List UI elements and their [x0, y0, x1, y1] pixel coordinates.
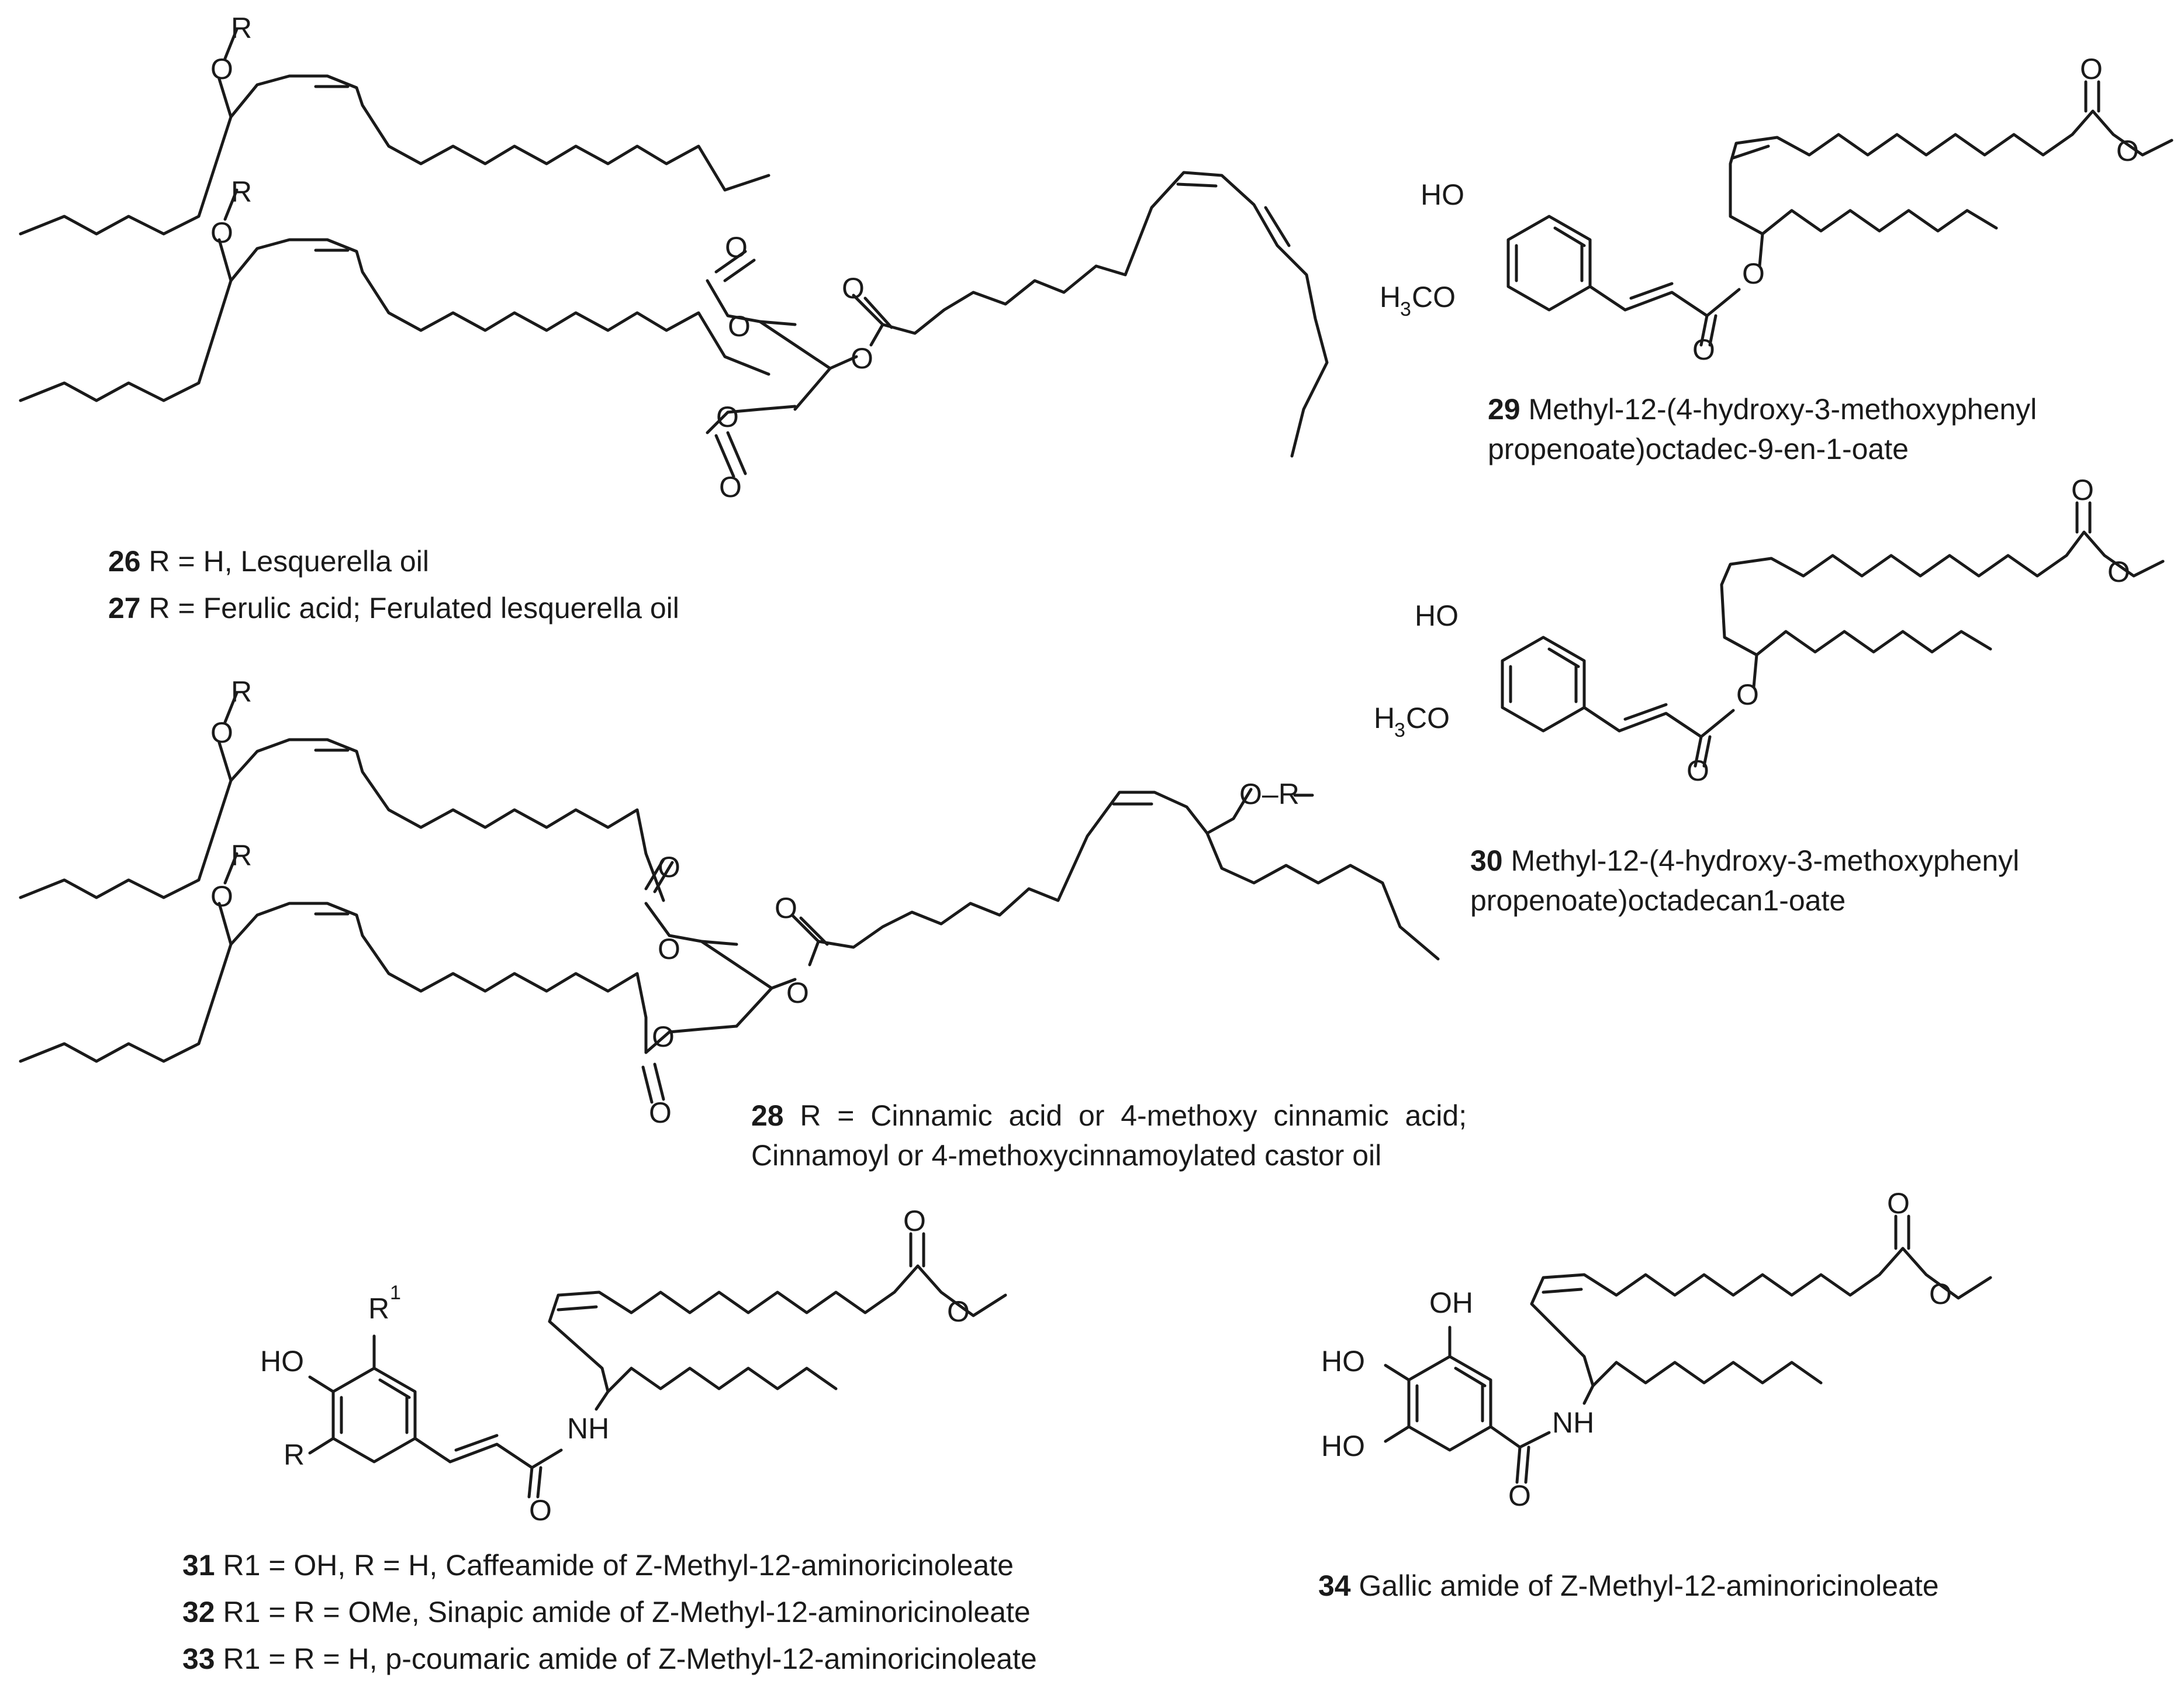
atom-O: O [2071, 474, 2094, 506]
caption-32: 32 R1 = R = OMe, Sinapic amide of Z-Meth… [182, 1593, 1031, 1631]
compound-number: 34 [1318, 1569, 1351, 1602]
compound-number: 27 [108, 592, 141, 624]
caption-26: 26 R = H, Lesquerella oil [108, 543, 429, 580]
caption-text: R = Cinnamic acid or 4-methoxy cinnamic … [783, 1099, 1467, 1132]
atom-O: O [1887, 1187, 1910, 1220]
atom-R: R [284, 1438, 305, 1471]
caption-text: Methyl-12-(4-hydroxy-3-methoxyphenyl [1502, 844, 2020, 877]
atom-O: O [719, 471, 742, 503]
caption-29-line2: propenoate)octadec-9-en-1-oate [1488, 433, 1909, 465]
compound-number: 26 [108, 545, 141, 578]
structure-31-33 [308, 1232, 1007, 1499]
atom-O: O [947, 1295, 970, 1328]
structure-30 [1501, 501, 2165, 768]
compound-number: 32 [182, 1596, 215, 1628]
atom-O: O [210, 53, 233, 85]
compound-number: 33 [182, 1642, 215, 1675]
atom-O: O [1692, 333, 1715, 366]
caption-29-line1: 29 Methyl-12-(4-hydroxy-3-methoxyphenyl [1488, 391, 2037, 428]
atom-H3C-subscript: 3 [1394, 719, 1405, 741]
caption-text: R1 = OH, R = H, Caffeamide of Z-Methyl-1… [215, 1549, 1014, 1582]
atom-R1-superscript: 1 [390, 1282, 401, 1304]
atom-O: O [658, 851, 680, 884]
structure-26-27 [19, 27, 1329, 478]
atom-HO: HO [1421, 178, 1464, 211]
atom-H3C-tail: CO [1412, 281, 1456, 313]
caption-text: R = Ferulic acid; Ferulated lesquerella … [140, 592, 679, 624]
atom-O: O [851, 342, 873, 375]
caption-text: R = H, Lesquerella oil [140, 545, 429, 578]
atom-O: O [658, 933, 680, 965]
caption-33: 33 R1 = R = H, p-coumaric amide of Z-Met… [182, 1640, 1037, 1678]
atom-HO: HO [1321, 1345, 1365, 1378]
atom-O: O [2080, 53, 2103, 85]
atom-O: O [842, 272, 865, 305]
atom-O: O [210, 880, 233, 913]
atom-O: O [716, 401, 739, 433]
atom-O: O [1736, 678, 1759, 711]
atom-O: O [903, 1205, 926, 1237]
caption-27: 27 R = Ferulic acid; Ferulated lesquerel… [108, 589, 679, 627]
atom-O: O [210, 216, 233, 249]
atom-HO: HO [1321, 1430, 1365, 1462]
atom-H3C-subscript: 3 [1400, 298, 1411, 320]
atom-labels: O R O R O O O O O O HO H 3 CO O O O O HO… [210, 12, 2139, 1527]
atom-O: O [2107, 555, 2130, 588]
atom-O: O [210, 716, 233, 749]
atom-R: R [231, 12, 252, 44]
atom-R: R [231, 175, 252, 208]
compound-number: 29 [1488, 393, 1520, 426]
caption-28-line1: 28 R = Cinnamic acid or 4-methoxy cinnam… [751, 1097, 1467, 1134]
atom-O: O [728, 310, 751, 343]
atom-O: O [775, 892, 797, 924]
caption-28-line2: Cinnamoyl or 4-methoxycinnamoylated cast… [751, 1139, 1382, 1172]
atom-O-R: O–R [1239, 778, 1300, 810]
caption-text: Gallic amide of Z-Methyl-12-aminoricinol… [1350, 1569, 1939, 1602]
atom-O: O [1929, 1278, 1952, 1310]
atom-R: R [231, 675, 252, 708]
atom-O: O [725, 231, 748, 264]
caption-text: Methyl-12-(4-hydroxy-3-methoxyphenyl [1520, 393, 2037, 426]
atom-OH: OH [1429, 1286, 1473, 1319]
structure-28 [19, 691, 1440, 1104]
compound-number: 30 [1470, 844, 1503, 877]
atom-R1: R [368, 1292, 389, 1325]
caption-text: R1 = R = H, p-coumaric amide of Z-Methyl… [215, 1642, 1037, 1675]
atom-O: O [1508, 1479, 1531, 1512]
atom-NH: NH [1552, 1406, 1594, 1439]
compound-number: 31 [182, 1549, 215, 1582]
structure-34 [1384, 1214, 1992, 1484]
structure-29 [1506, 80, 2173, 347]
atom-H3C-tail: CO [1406, 702, 1450, 734]
atom-O: O [786, 976, 809, 1009]
atom-H3C: H [1374, 702, 1395, 734]
atom-HO: HO [260, 1345, 304, 1378]
caption-31: 31 R1 = OH, R = H, Caffeamide of Z-Methy… [182, 1547, 1014, 1584]
atom-H3C: H [1380, 281, 1401, 313]
atom-O: O [649, 1096, 672, 1129]
caption-text: R1 = R = OMe, Sinapic amide of Z-Methyl-… [215, 1596, 1031, 1628]
atom-O: O [2116, 134, 2139, 167]
atom-O: O [529, 1494, 552, 1527]
caption-30-line2: propenoate)octadecan1-oate [1470, 884, 1846, 917]
atom-O: O [1687, 754, 1709, 787]
atom-NH: NH [567, 1412, 609, 1445]
atom-O: O [652, 1020, 675, 1053]
atom-O: O [1742, 257, 1765, 290]
compound-number: 28 [751, 1099, 784, 1132]
atom-R: R [231, 839, 252, 872]
caption-30-line1: 30 Methyl-12-(4-hydroxy-3-methoxyphenyl [1470, 842, 2019, 879]
caption-34: 34 Gallic amide of Z-Methyl-12-aminorici… [1318, 1567, 1939, 1604]
atom-HO: HO [1415, 599, 1459, 632]
